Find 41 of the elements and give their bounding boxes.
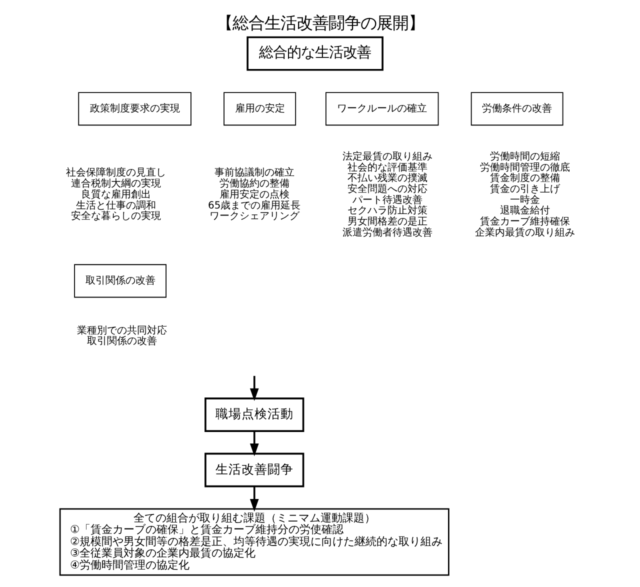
node-label: 法定最賃の取り組み [342, 151, 432, 162]
node-label: 連合税制大綱の実現 [70, 178, 160, 190]
node-label: 不払い残業の撲滅 [347, 173, 428, 184]
node-box: 労働条件の改善 [470, 92, 563, 126]
node-label: 業種別での共同対応 [76, 325, 167, 336]
node-box: 生活改善闘争 [204, 452, 304, 488]
node-label: 一時金 [510, 194, 540, 206]
node-box: 取引関係の改善 [74, 264, 166, 298]
diagram-title: 【総合生活改善闘争の展開】 [216, 14, 424, 33]
node-label: 企業内最賃の取り組み [474, 227, 575, 238]
node-label: パート待遇改善 [352, 194, 422, 206]
node-box: ワークルールの確立 [324, 92, 438, 126]
node-label: 生活と仕事の調和 [75, 200, 156, 212]
node-label: 賃金カーブ維持確保 [480, 216, 570, 228]
node-label: 派遣労働者待遇改善 [342, 227, 432, 238]
arrow [249, 376, 258, 402]
node-label: 労働時間管理の徹底 [480, 162, 570, 174]
node-box: 政策制度要求の実現 [78, 92, 191, 126]
node-label: 安全問題への対応 [347, 184, 428, 195]
node-box: 総合的な生活改善 [246, 36, 383, 71]
node-label: 安全な暮らしの実現 [70, 211, 160, 222]
node-label: 労働協約の整備 [218, 178, 289, 190]
node-label: 65歳までの雇用延長 [208, 200, 300, 212]
arrow [249, 431, 258, 456]
node-label: セクハラ防止対策 [347, 206, 428, 217]
node-box: 全ての組合が取り組む課題（ミニマム運動課題） ①「賃金カーブの確保」と賃金カーブ維持分の労使確認 ②規模間や男女間等の格差是正、均等待遇の実現に向けた継続的な取り組み ③全従業員対象の企業内最賃の協定化 ④労働時間管理の協定化 [58, 508, 449, 576]
node-box: 職場点検活動 [204, 398, 304, 432]
node-label: 社会的な評価基準 [347, 162, 428, 174]
node-label: 賃金制度の整備 [490, 173, 560, 184]
node-label: 社会保障制度の見直し [65, 168, 166, 179]
node-label: 退職金給付 [500, 206, 550, 217]
node-label: 男女間格差の是正 [347, 216, 428, 228]
node-label: 事前協議制の確立 [214, 168, 294, 179]
node-label: 雇用安定の点検 [218, 189, 289, 200]
node-label: 取引関係の改善 [86, 336, 157, 348]
node-label: ワークシェアリング [208, 211, 299, 222]
node-label: 労働時間の短縮 [490, 151, 560, 162]
arrow [249, 486, 258, 512]
node-label: 賃金の引き上げ [490, 184, 560, 195]
node-box: 雇用の安定 [223, 92, 296, 126]
node-label: 良質な雇用創出 [80, 189, 150, 200]
